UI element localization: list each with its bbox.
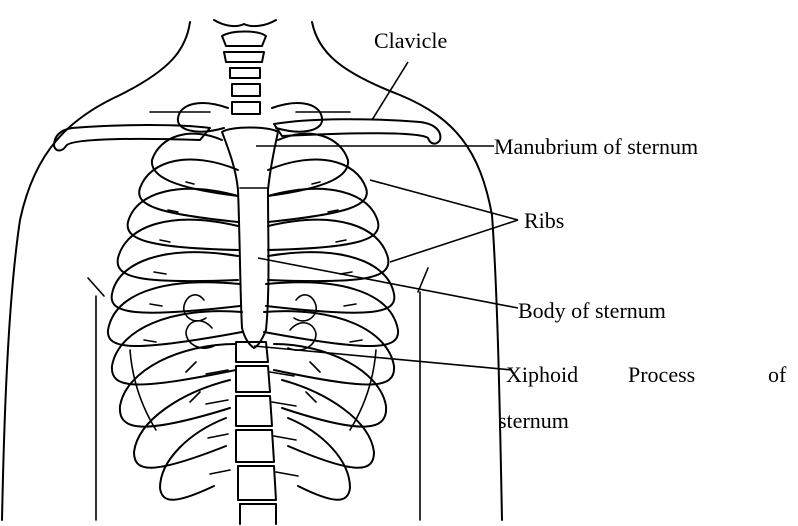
leader-ribs-upper (370, 180, 518, 220)
label-ribs: Ribs (524, 210, 564, 232)
leader-xiphoid (254, 346, 512, 370)
label-clavicle: Clavicle (374, 30, 447, 52)
leader-lines (254, 62, 518, 370)
label-xiphoid-word-2: Process (628, 364, 695, 386)
label-xiphoid-word-3: of (768, 364, 786, 386)
leader-ribs-lower (390, 220, 518, 262)
leader-clavicle (372, 62, 408, 120)
ribs-right (264, 103, 398, 500)
label-manubrium: Manubrium of sternum (494, 136, 698, 158)
label-body-of-sternum: Body of sternum (518, 300, 666, 322)
sternum (222, 128, 278, 349)
label-xiphoid-word-1: Xiphoid (506, 364, 578, 386)
label-xiphoid-line-2: sternum (498, 410, 569, 432)
ribs-left (108, 103, 242, 500)
